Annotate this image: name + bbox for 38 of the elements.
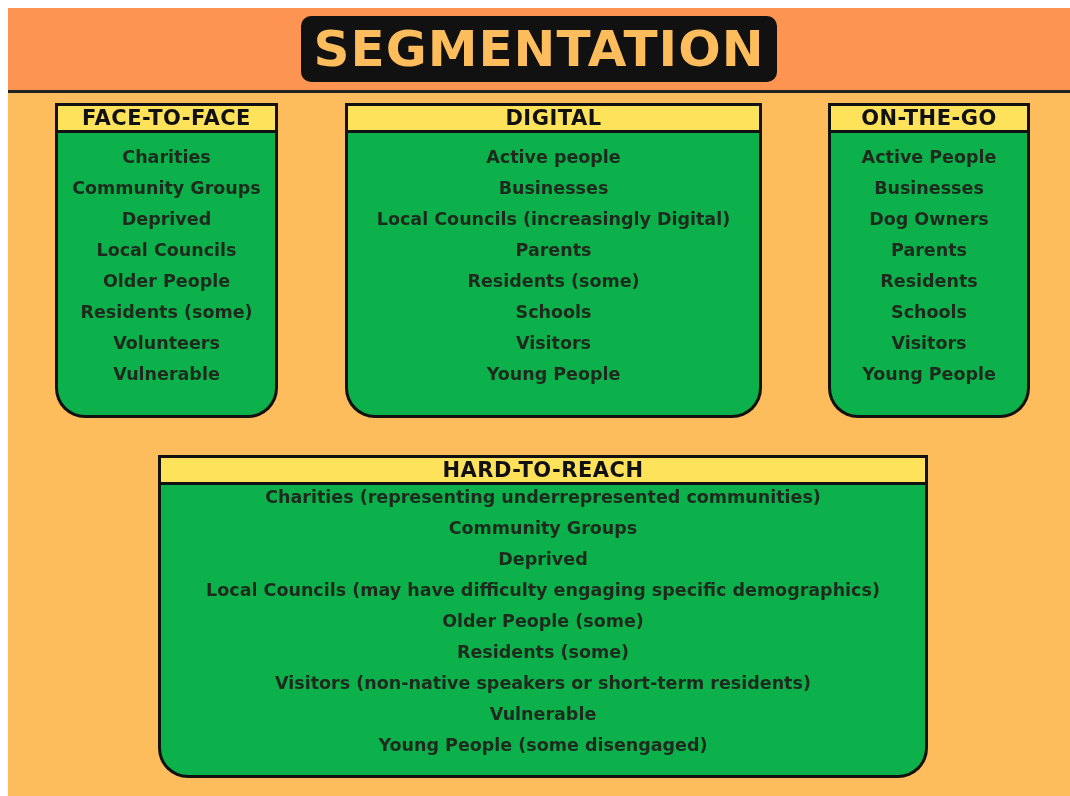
list-item: Local Councils bbox=[96, 239, 237, 262]
list-item: Older People bbox=[102, 270, 231, 293]
list-item: Charities (representing underrepresented communities) bbox=[265, 486, 821, 509]
list-item: Parents bbox=[891, 239, 967, 262]
list-item: Residents (some) bbox=[467, 270, 640, 293]
list-item: Residents (some) bbox=[80, 301, 253, 324]
list-item: Active People bbox=[861, 146, 997, 169]
list-item: Young People (some disengaged) bbox=[378, 734, 708, 757]
list-item: Vulnerable bbox=[489, 703, 597, 726]
list-item: Visitors bbox=[515, 332, 592, 355]
list-item: Local Councils (may have difficulty engaging specific demographics) bbox=[206, 579, 880, 602]
list-item: Visitors bbox=[891, 332, 967, 355]
list-item: Charities bbox=[122, 146, 211, 169]
list-item: Schools bbox=[891, 301, 967, 324]
list-item: Community Groups bbox=[448, 517, 638, 540]
list-item: Vulnerable bbox=[113, 363, 220, 386]
list-item: Active people bbox=[486, 146, 621, 169]
list-item: Parents bbox=[515, 239, 592, 262]
list-item: Older People (some) bbox=[442, 610, 644, 633]
list-item: Volunteers bbox=[113, 332, 220, 355]
list-item: Deprived bbox=[498, 548, 588, 571]
list-item: Dog Owners bbox=[869, 208, 989, 231]
list-item: Community Groups bbox=[72, 177, 261, 200]
list-item: Young People bbox=[486, 363, 621, 386]
title: SEGMENTATION bbox=[301, 16, 777, 82]
card-heading: FACE-TO-FACE bbox=[55, 103, 278, 133]
card-heading: DIGITAL bbox=[345, 103, 762, 133]
card-heading: HARD-TO-REACH bbox=[158, 455, 928, 485]
list-item: Deprived bbox=[121, 208, 212, 231]
list-item: Businesses bbox=[498, 177, 609, 200]
list-item: Schools bbox=[515, 301, 592, 324]
list-item: Young People bbox=[862, 363, 996, 386]
list-item: Residents bbox=[880, 270, 978, 293]
list-item: Local Councils (increasingly Digital) bbox=[376, 208, 731, 231]
list-item: Visitors (non-native speakers or short-term residents) bbox=[275, 672, 811, 695]
list-item: Residents (some) bbox=[457, 641, 629, 664]
list-item: Businesses bbox=[874, 177, 984, 200]
card-heading: ON-THE-GO bbox=[828, 103, 1030, 133]
